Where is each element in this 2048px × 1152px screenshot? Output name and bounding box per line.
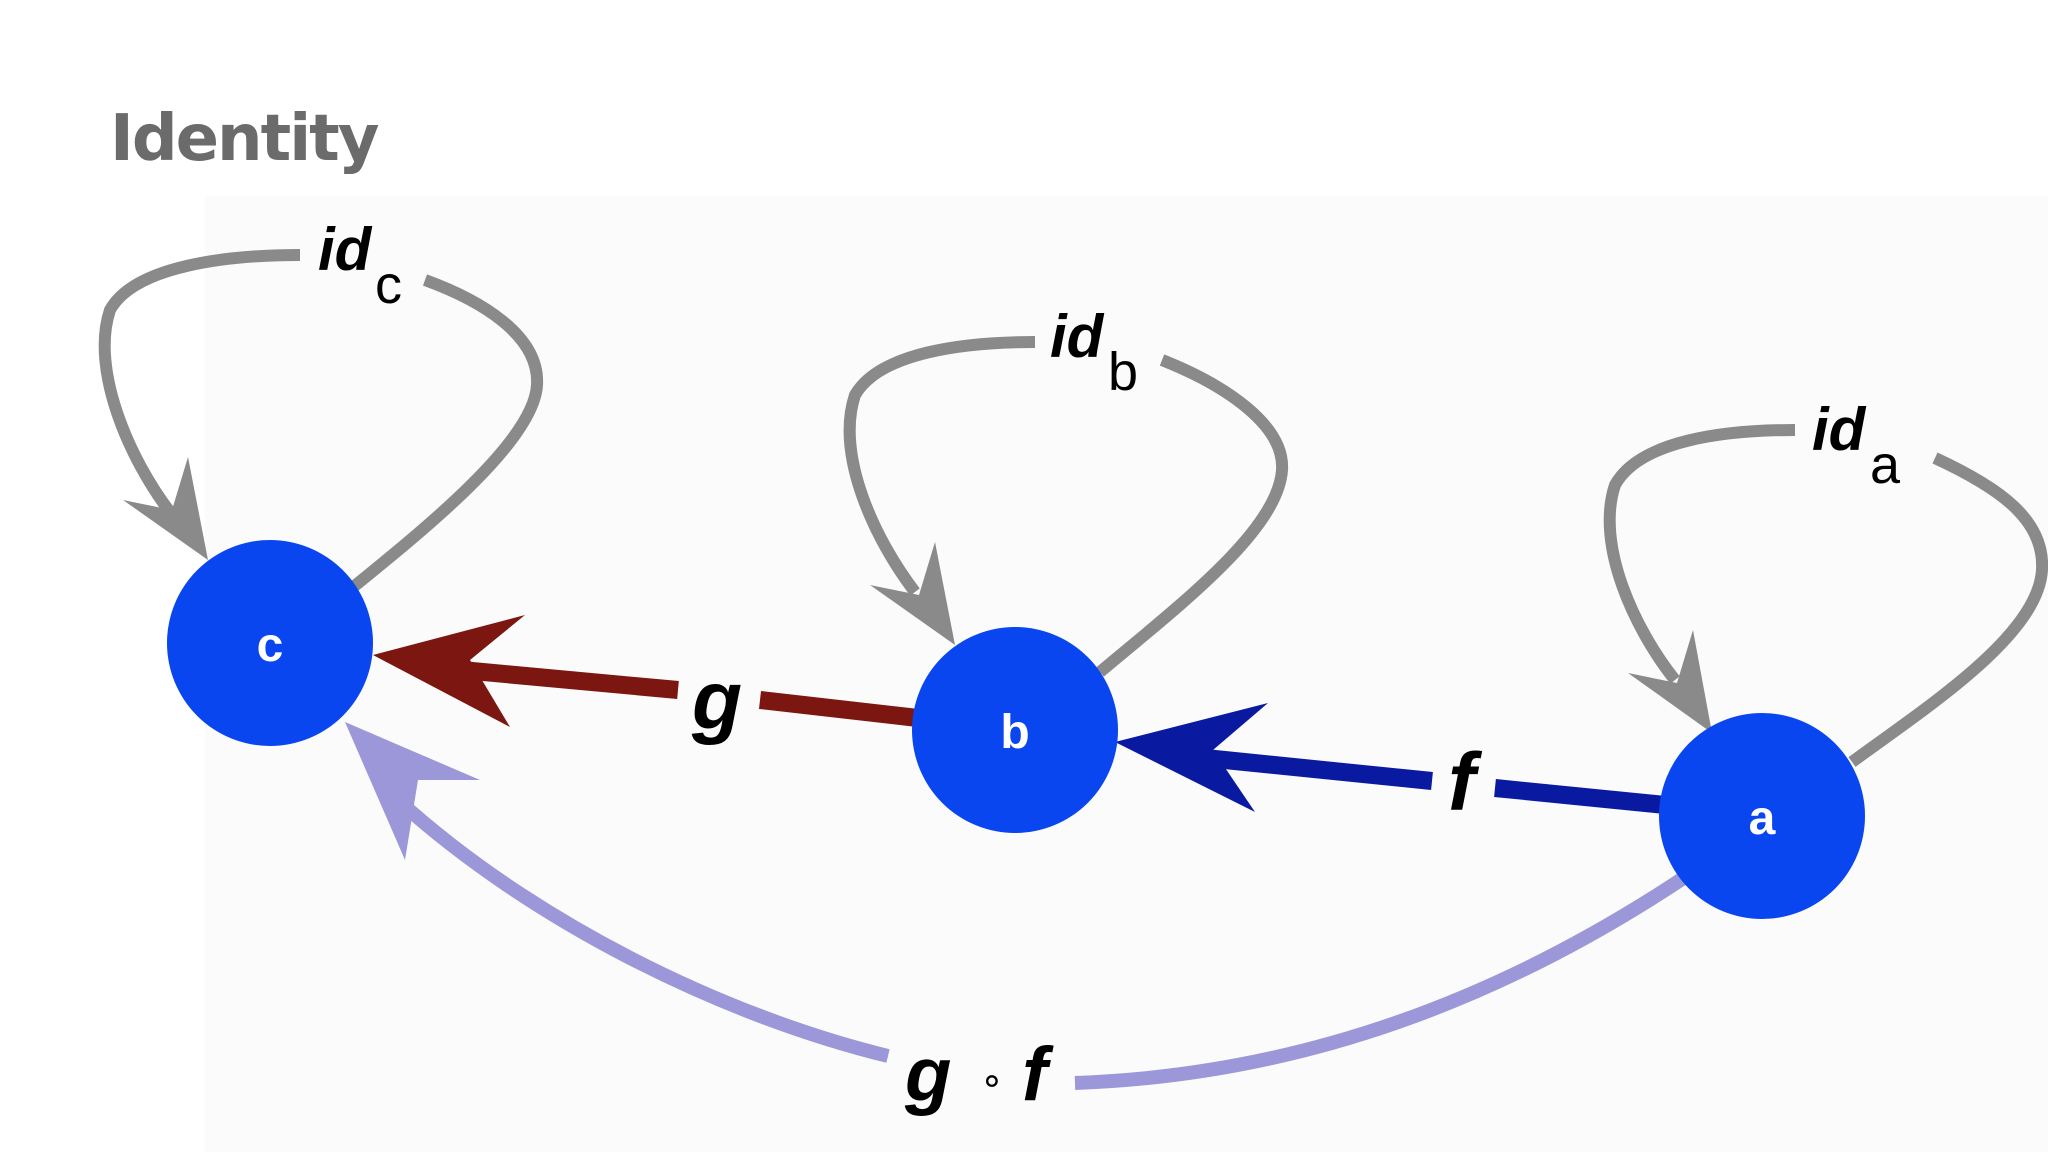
composite-arrow-label: g ∘ f: [904, 1032, 1054, 1117]
identity-loop-b: [843, 336, 1289, 677]
identity-label-c: id c: [318, 216, 402, 315]
identity-loop-c: [98, 249, 544, 593]
arrow-g-label: g: [691, 655, 742, 746]
identity-label-a-main: id: [1812, 396, 1867, 463]
slide-title: Identity: [110, 102, 379, 176]
node-c: c: [167, 540, 373, 746]
identity-label-b-main: id: [1050, 303, 1105, 370]
identity-label-b-sub: b: [1108, 342, 1138, 402]
identity-label-c-sub: c: [375, 255, 402, 315]
arrow-f: [1115, 703, 1666, 814]
arrow-g: [373, 615, 920, 727]
node-b-label: b: [1000, 706, 1029, 759]
compose-operator: ∘: [980, 1060, 1004, 1102]
node-a: a: [1659, 713, 1865, 919]
node-c-label: c: [257, 619, 284, 672]
composite-arrow-gf: [345, 722, 1689, 1090]
composite-label-f: f: [1022, 1032, 1054, 1117]
identity-loop-a: [1603, 424, 2048, 767]
node-b: b: [912, 627, 1118, 833]
identity-label-c-main: id: [318, 216, 373, 283]
identity-label-a-sub: a: [1870, 435, 1901, 495]
identity-label-b: id b: [1050, 303, 1138, 402]
arrow-f-label: f: [1448, 737, 1483, 828]
composite-label-g: g: [904, 1032, 951, 1117]
node-a-label: a: [1749, 792, 1776, 845]
identity-label-a: id a: [1812, 396, 1901, 495]
